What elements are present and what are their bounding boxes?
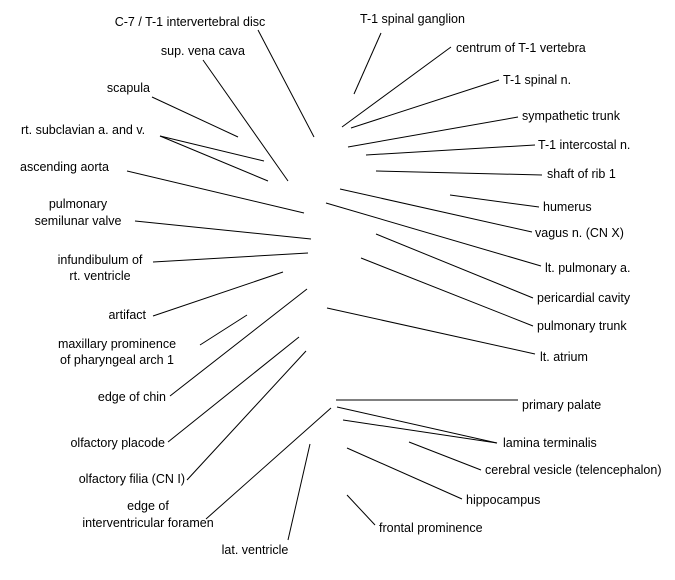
label-lamina-terminalis: lamina terminalis — [503, 436, 597, 450]
leader-line-humerus — [449, 194, 540, 208]
label-edge-of-iv-foramen-line2: interventricular foramen — [82, 516, 214, 530]
label-pulmonary-semilunar-valve-line2: semilunar valve — [34, 214, 122, 228]
leader-line-sympathetic-trunk — [347, 116, 519, 148]
leader-line-lt-pulmonary-a — [325, 202, 542, 267]
label-cerebral-vesicle: cerebral vesicle (telencephalon) — [485, 463, 662, 477]
label-pericardial-cavity: pericardial cavity — [537, 291, 631, 305]
leader-line-hippocampus — [346, 447, 463, 500]
leader-line-t1-spinal-n — [350, 79, 500, 129]
label-scapula: scapula — [106, 81, 150, 95]
leader-line-cerebral-vesicle — [408, 441, 482, 471]
label-frontal-prominence: frontal prominence — [379, 521, 483, 535]
label-lt-atrium: lt. atrium — [540, 350, 588, 364]
leader-line-infundibulum — [152, 252, 309, 263]
leader-line-edge-of-chin — [169, 288, 308, 397]
label-pulmonary-semilunar-valve-line1: pulmonary — [48, 197, 108, 211]
label-rt-subclavian-a-v: rt. subclavian a. and v. — [21, 123, 146, 137]
leader-line-rt-subclavian-1 — [159, 135, 265, 162]
label-edge-of-iv-foramen-line1: edge of — [127, 499, 169, 513]
leader-line-artifact — [152, 271, 284, 317]
leader-line-scapula — [151, 96, 239, 138]
label-hippocampus: hippocampus — [466, 493, 541, 507]
label-shaft-of-rib-1: shaft of rib 1 — [547, 167, 616, 181]
label-artifact: artifact — [108, 308, 146, 322]
leader-line-olfactory-placode — [167, 336, 300, 443]
label-infundibulum-line2: rt. ventricle — [69, 269, 131, 283]
label-sup-vena-cava: sup. vena cava — [160, 44, 245, 58]
leader-line-lamina-terminalis-1 — [336, 406, 498, 444]
leader-line-pulm-semilunar-valve — [134, 220, 312, 240]
leader-line-vagus-n — [339, 188, 533, 233]
label-edge-of-chin: edge of chin — [97, 390, 166, 404]
leader-line-lat-ventricle — [287, 443, 311, 541]
leader-line-centrum-t1 — [341, 46, 452, 128]
label-humerus: humerus — [543, 200, 592, 214]
label-infundibulum-line1: infundibulum of — [57, 253, 143, 267]
leader-line-pericardial-cavity — [375, 233, 534, 299]
leader-line-rt-subclavian-2 — [159, 135, 269, 182]
label-vagus-n: vagus n. (CN X) — [535, 226, 624, 240]
label-centrum-t1-vertebra: centrum of T-1 vertebra — [456, 41, 586, 55]
leader-line-t1-spinal-ganglion — [353, 32, 382, 95]
label-t1-spinal-ganglion: T-1 spinal ganglion — [360, 12, 465, 26]
label-lat-ventricle: lat. ventricle — [221, 543, 289, 557]
label-maxillary-prominence-line1: maxillary prominence — [57, 337, 177, 351]
leader-line-lamina-terminalis-2 — [342, 419, 498, 444]
label-t1-spinal-n: T-1 spinal n. — [503, 73, 572, 87]
leader-line-olfactory-filia — [186, 350, 307, 481]
label-sympathetic-trunk: sympathetic trunk — [522, 109, 620, 123]
leader-line-t1-intercostal-n — [365, 144, 536, 156]
label-primary-palate: primary palate — [522, 398, 602, 412]
label-t1-intercostal-n: T-1 intercostal n. — [538, 138, 631, 152]
leader-line-frontal-prominence — [346, 494, 376, 526]
leader-line-pulmonary-trunk — [360, 257, 534, 327]
label-olfactory-placode: olfactory placode — [70, 436, 165, 450]
leader-line-c7-t1-disc — [257, 29, 315, 138]
leader-line-maxillary-prominence — [199, 314, 248, 346]
leader-line-sup-vena-cava — [202, 59, 289, 182]
label-c7-t1-disc: C-7 / T-1 intervertebral disc — [114, 15, 266, 29]
label-maxillary-prominence-line2: of pharyngeal arch 1 — [60, 353, 174, 367]
label-ascending-aorta: ascending aorta — [20, 160, 109, 174]
leader-line-shaft-rib1 — [375, 170, 543, 176]
leader-line-ascending-aorta — [126, 170, 305, 214]
label-lt-pulmonary-a: lt. pulmonary a. — [545, 261, 631, 275]
leader-line-lt-atrium — [326, 307, 536, 355]
label-pulmonary-trunk: pulmonary trunk — [537, 319, 627, 333]
leader-line-edge-iv-foramen — [205, 407, 332, 520]
label-olfactory-filia: olfactory filia (CN I) — [78, 472, 185, 486]
